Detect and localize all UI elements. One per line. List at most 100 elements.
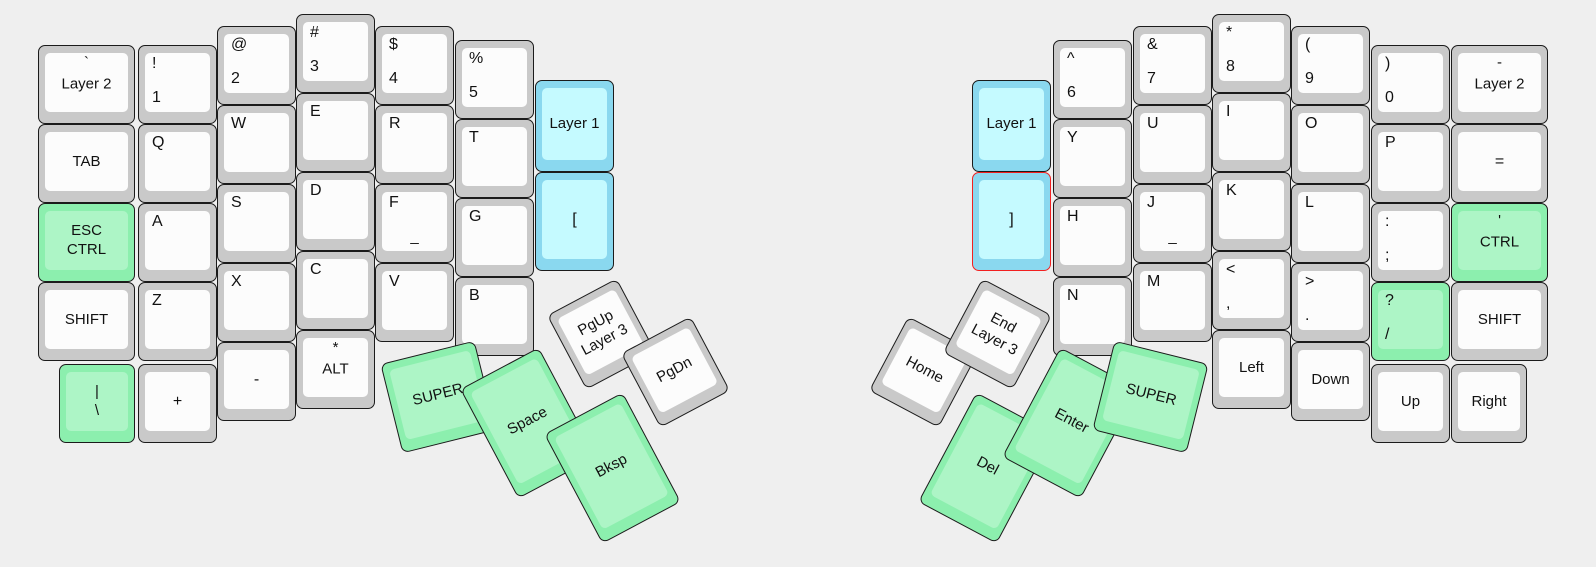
key-layer1-left[interactable]: Layer 1 — [535, 80, 614, 172]
key-legend-base: [ — [572, 210, 577, 228]
key-legend-base: Down — [1311, 370, 1350, 388]
key-cap: H — [1060, 206, 1125, 265]
key-r[interactable]: R — [375, 105, 454, 184]
key-z[interactable]: Z — [138, 282, 217, 361]
key-layer2-minus[interactable]: -Layer 2 — [1451, 45, 1548, 124]
key-d[interactable]: D — [296, 172, 375, 251]
key-legend-base: SHIFT — [1477, 310, 1522, 328]
key-legend-base: Space — [504, 403, 551, 439]
key-v[interactable]: V — [375, 263, 454, 342]
key-q[interactable]: Q — [138, 124, 217, 203]
key-legend-base: M — [1147, 273, 1161, 290]
key-cap: |\ — [66, 372, 128, 431]
key-p[interactable]: P — [1371, 124, 1450, 203]
key-plus[interactable]: + — [138, 364, 217, 443]
key-legend-base: Z — [152, 292, 162, 309]
key-cap: *ALT — [303, 338, 368, 397]
key-cap: Down — [1298, 350, 1363, 409]
key-down-arrow[interactable]: Down — [1291, 342, 1370, 421]
key-cap: B — [462, 285, 527, 344]
key-bracket-left[interactable]: [ — [535, 172, 614, 271]
key-a[interactable]: A — [138, 203, 217, 282]
key-legend-base: 3 — [310, 58, 319, 75]
key-o[interactable]: O — [1291, 105, 1370, 184]
key-cap: &7 — [1140, 34, 1205, 93]
key-k[interactable]: K — [1212, 172, 1291, 251]
key-left-arrow[interactable]: Left — [1212, 330, 1291, 409]
key-j-homing[interactable]: J_ — [1133, 184, 1212, 263]
key-legend-base: C — [310, 261, 322, 278]
key-5-percent[interactable]: %5 — [455, 40, 534, 119]
key-cap: Y — [1060, 127, 1125, 186]
key-cap: %5 — [462, 48, 527, 107]
key-8-asterisk[interactable]: *8 — [1212, 14, 1291, 93]
key-7-ampersand[interactable]: &7 — [1133, 26, 1212, 105]
key-up-arrow[interactable]: Up — [1371, 364, 1450, 443]
key-m[interactable]: M — [1133, 263, 1212, 342]
key-right-arrow[interactable]: Right — [1451, 364, 1527, 443]
key-legend-base: Q — [152, 134, 165, 151]
key-legend-shifted: $ — [389, 36, 398, 53]
key-cap: P — [1378, 132, 1443, 191]
key-x[interactable]: X — [217, 263, 296, 342]
key-semicolon-colon[interactable]: :; — [1371, 203, 1450, 282]
key-6-caret[interactable]: ^6 — [1053, 40, 1132, 119]
key-legend-shifted: % — [469, 50, 484, 67]
key-legend-base: / — [1385, 326, 1390, 343]
key-s[interactable]: S — [217, 184, 296, 263]
key-shift-left[interactable]: SHIFT — [38, 282, 135, 361]
key-layer1-right[interactable]: Layer 1 — [972, 80, 1051, 172]
key-cap: = — [1458, 132, 1541, 191]
key-w[interactable]: W — [217, 105, 296, 184]
key-shift-right[interactable]: SHIFT — [1451, 282, 1548, 361]
key-ctrl-quote[interactable]: 'CTRL — [1451, 203, 1548, 282]
key-bracket-right[interactable]: ] — [972, 172, 1051, 271]
key-0-paren[interactable]: )0 — [1371, 45, 1450, 124]
key-f-homing[interactable]: F_ — [375, 184, 454, 263]
key-legend-base: Enter — [1051, 404, 1092, 437]
key-i[interactable]: I — [1212, 93, 1291, 172]
key-2-at[interactable]: @2 — [217, 26, 296, 105]
key-comma-less[interactable]: <, — [1212, 251, 1291, 330]
key-period-greater[interactable]: >. — [1291, 263, 1370, 342]
key-tab[interactable]: TAB — [38, 124, 135, 203]
key-legend-base: T — [469, 129, 479, 146]
key-legend-base: Del — [973, 453, 1002, 479]
key-h[interactable]: H — [1053, 198, 1132, 277]
key-cap: @2 — [224, 34, 289, 93]
key-9-paren[interactable]: (9 — [1291, 26, 1370, 105]
key-legend-base: 7 — [1147, 70, 1156, 87]
key-legend-base: H — [1067, 208, 1079, 225]
key-pipe-backslash[interactable]: |\ — [59, 364, 135, 443]
key-legend-shifted: ^ — [1067, 50, 1075, 67]
key-equals[interactable]: = — [1451, 124, 1548, 203]
key-legend-base: Layer 2 — [1474, 74, 1525, 92]
key-y[interactable]: Y — [1053, 119, 1132, 198]
key-c[interactable]: C — [296, 251, 375, 330]
key-g[interactable]: G — [455, 198, 534, 277]
key-e[interactable]: E — [296, 93, 375, 172]
key-slash-question[interactable]: ?/ — [1371, 282, 1450, 361]
key-legend-primary: | — [95, 382, 99, 400]
key-u[interactable]: U — [1133, 105, 1212, 184]
key-legend-base: 2 — [231, 70, 240, 87]
key-1-exclaim[interactable]: !1 — [138, 45, 217, 124]
key-cap: PgDn — [630, 326, 719, 414]
key-4-dollar[interactable]: $4 — [375, 26, 454, 105]
key-cap: >. — [1298, 271, 1363, 330]
key-3-hash[interactable]: #3 — [296, 14, 375, 93]
key-legend-shifted: # — [310, 24, 319, 41]
key-legend-base: X — [231, 273, 242, 290]
key-legend-base: Right — [1471, 392, 1507, 410]
key-cap: [ — [542, 180, 607, 259]
key-minus-left[interactable]: - — [217, 342, 296, 421]
key-cap: E — [303, 101, 368, 160]
key-legend-base: = — [1494, 152, 1505, 170]
key-layer2-grave[interactable]: `Layer 2 — [38, 45, 135, 124]
key-alt-asterisk[interactable]: *ALT — [296, 330, 375, 409]
key-l[interactable]: L — [1291, 184, 1370, 263]
key-t[interactable]: T — [455, 119, 534, 198]
key-legend-base: SUPER — [1123, 380, 1179, 410]
key-legend-base: Bksp — [592, 450, 631, 482]
